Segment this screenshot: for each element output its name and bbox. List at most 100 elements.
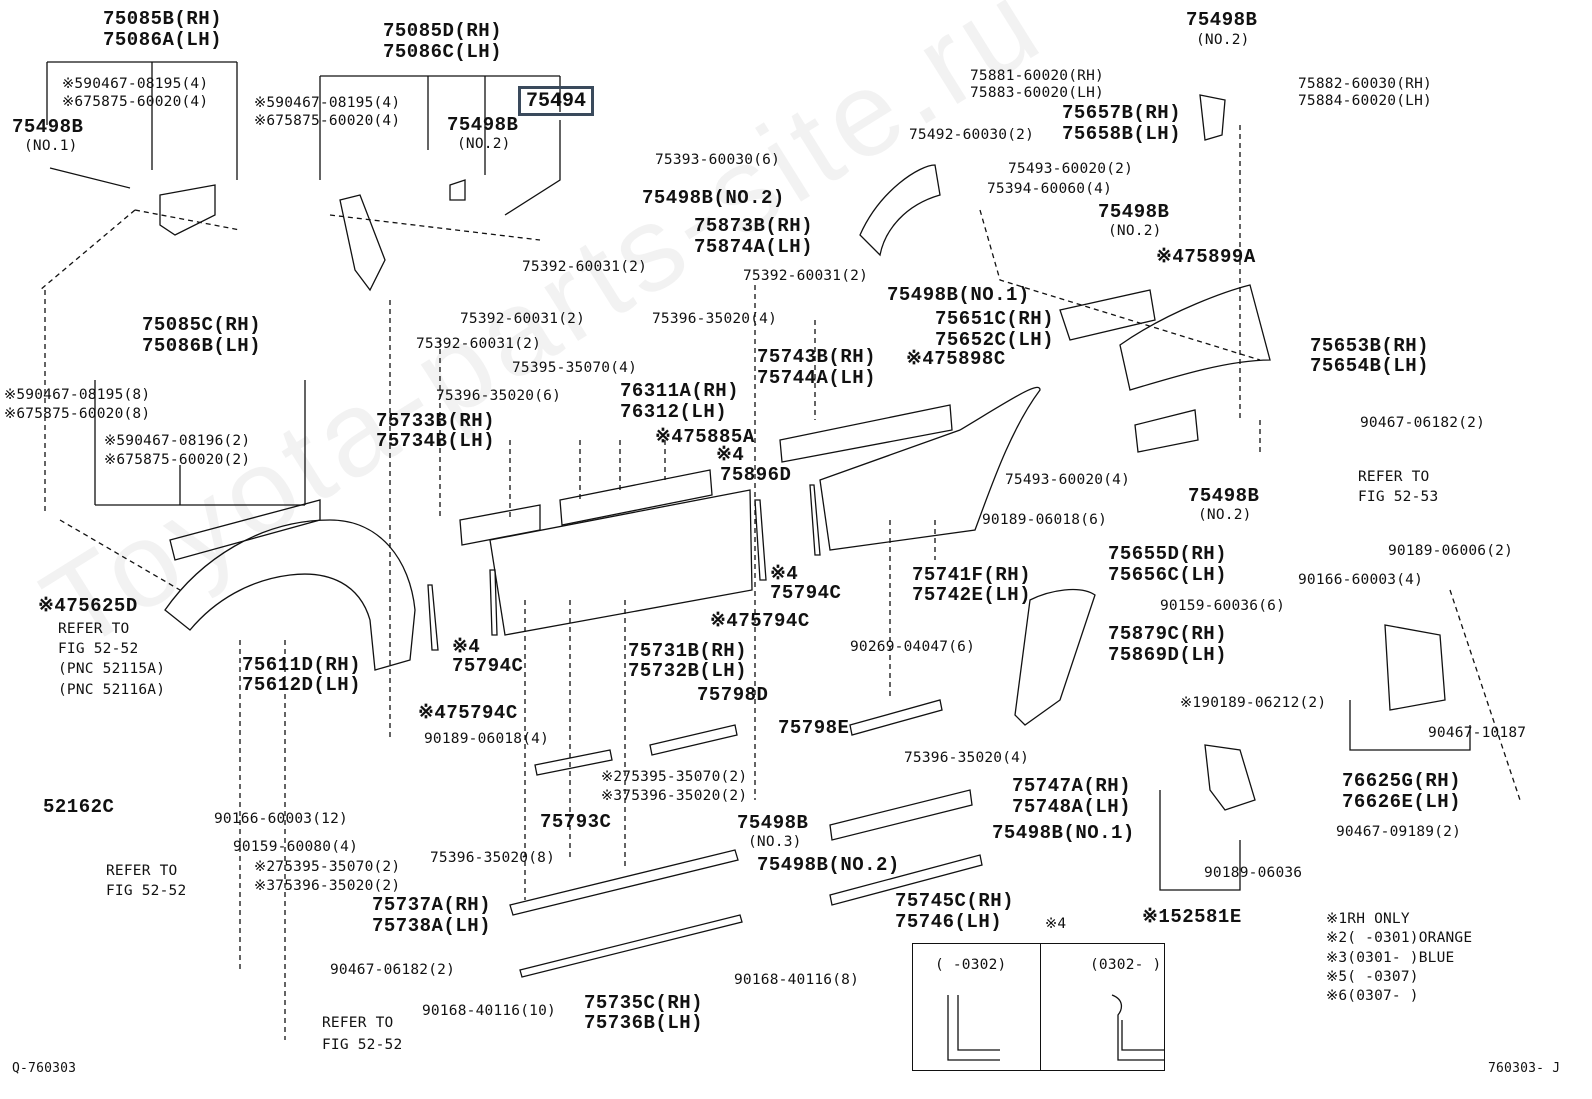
callout: ※4 (716, 444, 745, 466)
callout: 75654B(LH) (1310, 355, 1430, 377)
callout: 75086A(LH) (103, 29, 223, 51)
callout: 75085D(RH) (383, 20, 503, 42)
callout: 75493-60020(4) (1005, 472, 1131, 488)
note-line: ※3(0301- )BLUE (1326, 950, 1455, 966)
callout: (NO.2) (1198, 507, 1252, 523)
callout: 75733B(RH) (376, 410, 496, 432)
callout: ※475899A (1156, 246, 1256, 268)
callout: 75869D(LH) (1108, 644, 1228, 666)
callout: (NO.3) (748, 834, 802, 850)
callout: 75881-60020(RH) (970, 68, 1104, 84)
callout: 90467-10187 (1428, 725, 1527, 741)
callout: FIG 52-52 (322, 1037, 403, 1053)
callout: 75738A(LH) (372, 915, 492, 937)
callout: 75883-60020(LH) (970, 85, 1104, 101)
callout: 75396-35020(4) (652, 311, 778, 327)
callout: 75394-60060(4) (987, 181, 1113, 197)
callout: 90467-09189(2) (1336, 824, 1462, 840)
callout: 75498B (1098, 201, 1170, 223)
callout: 75745C(RH) (895, 890, 1015, 912)
callout: 90189-06036 (1204, 865, 1303, 881)
callout: 90189-06006(2) (1388, 543, 1514, 559)
callout: 75874A(LH) (694, 236, 814, 258)
highlighted-part-number: 75494 (525, 89, 586, 113)
callout: ※275395-35070(2) (254, 859, 401, 875)
callout: 75734B(LH) (376, 430, 496, 452)
callout: 52162C (43, 796, 115, 818)
callout: 90168-40116(10) (422, 1003, 556, 1019)
callout: 75742E(LH) (912, 584, 1032, 606)
callout: 75086C(LH) (383, 41, 503, 63)
callout: 75395-35070(4) (512, 360, 638, 376)
callout: ※590467-08195(4) (62, 76, 209, 92)
footer-right-code: 760303- J (1488, 1061, 1561, 1076)
callout: 75085C(RH) (142, 314, 262, 336)
callout: ※590467-08196(2) (104, 433, 251, 449)
callout: 75498B (12, 116, 84, 138)
callout: 90467-06182(2) (330, 962, 456, 978)
callout: 75498B (737, 812, 809, 834)
callout: 90467-06182(2) (1360, 415, 1486, 431)
callout: REFER TO (58, 621, 130, 637)
callout: 75392-60031(2) (522, 259, 648, 275)
callout: ※4 (452, 636, 481, 658)
callout: 90269-04047(6) (850, 639, 976, 655)
callout: ※475794C (418, 702, 518, 724)
callout: 75498B (447, 114, 519, 136)
callout: 75498B(NO.2) (642, 187, 785, 209)
callout: ※475898C (906, 348, 1006, 370)
rear-quarter-panel (819, 386, 1041, 551)
callout: 75748A(LH) (1012, 796, 1132, 818)
callout: (NO.1) (24, 138, 78, 154)
callout: 90166-60003(4) (1298, 572, 1424, 588)
callout: ※190189-06212(2) (1180, 695, 1327, 711)
callout: ※375396-35020(2) (601, 788, 748, 804)
callout: 75732B(LH) (628, 660, 748, 682)
callout: ※675875-60020(2) (104, 452, 251, 468)
footer-left-code: Q-760303 (12, 1061, 77, 1076)
callout: 75498B (1188, 485, 1260, 507)
callout: (PNC 52116A) (58, 682, 166, 698)
callout: ※675875-60020(4) (254, 113, 401, 129)
callout: 75392-60031(2) (460, 311, 586, 327)
callout: ※4 (770, 563, 799, 585)
variant-legend-divider (1040, 943, 1041, 1071)
legend-title: ※4 (1045, 916, 1067, 932)
callout: 75731B(RH) (628, 640, 748, 662)
rocker-molding (509, 849, 739, 916)
callout: 75656C(LH) (1108, 564, 1228, 586)
callout: 75747A(RH) (1012, 775, 1132, 797)
wheel-arch-trim (859, 164, 941, 257)
callout: 75658B(LH) (1062, 123, 1182, 145)
callout: 75396-35020(4) (904, 750, 1030, 766)
callout: ※475885A (655, 426, 755, 448)
callout: ※275395-35070(2) (601, 769, 748, 785)
callout: 75741F(RH) (912, 564, 1032, 586)
callout: ※675875-60020(8) (4, 406, 151, 422)
callout: ※590467-08195(4) (254, 95, 401, 111)
callout: ※590467-08195(8) (4, 387, 151, 403)
callout: ※152581E (1142, 906, 1242, 928)
callout: 75744A(LH) (757, 367, 877, 389)
callout: REFER TO (1358, 469, 1430, 485)
note-line: ※1RH ONLY (1326, 911, 1410, 927)
callout: 75612D(LH) (242, 674, 362, 696)
callout: 75498B(NO.1) (887, 284, 1030, 306)
legend-range-2: (0302- ) (1090, 957, 1162, 973)
callout: REFER TO (322, 1015, 394, 1031)
callout: 90166-60003(12) (214, 811, 348, 827)
callout: 76312(LH) (620, 401, 728, 423)
callout: (NO.2) (457, 136, 511, 152)
callout: 75086B(LH) (142, 335, 262, 357)
callout: 75651C(RH) (935, 308, 1055, 330)
callout: 75794C (452, 655, 524, 677)
callout: 75396-35020(6) (436, 388, 562, 404)
callout: 75392-60031(2) (416, 336, 542, 352)
callout: (NO.2) (1196, 32, 1250, 48)
callout: 90189-06018(6) (982, 512, 1108, 528)
bracket-part (159, 184, 216, 236)
callout: 75737A(RH) (372, 894, 492, 916)
callout: ※375396-35020(2) (254, 878, 401, 894)
callout: FIG 52-53 (1358, 489, 1439, 505)
mudguard (1204, 744, 1256, 811)
